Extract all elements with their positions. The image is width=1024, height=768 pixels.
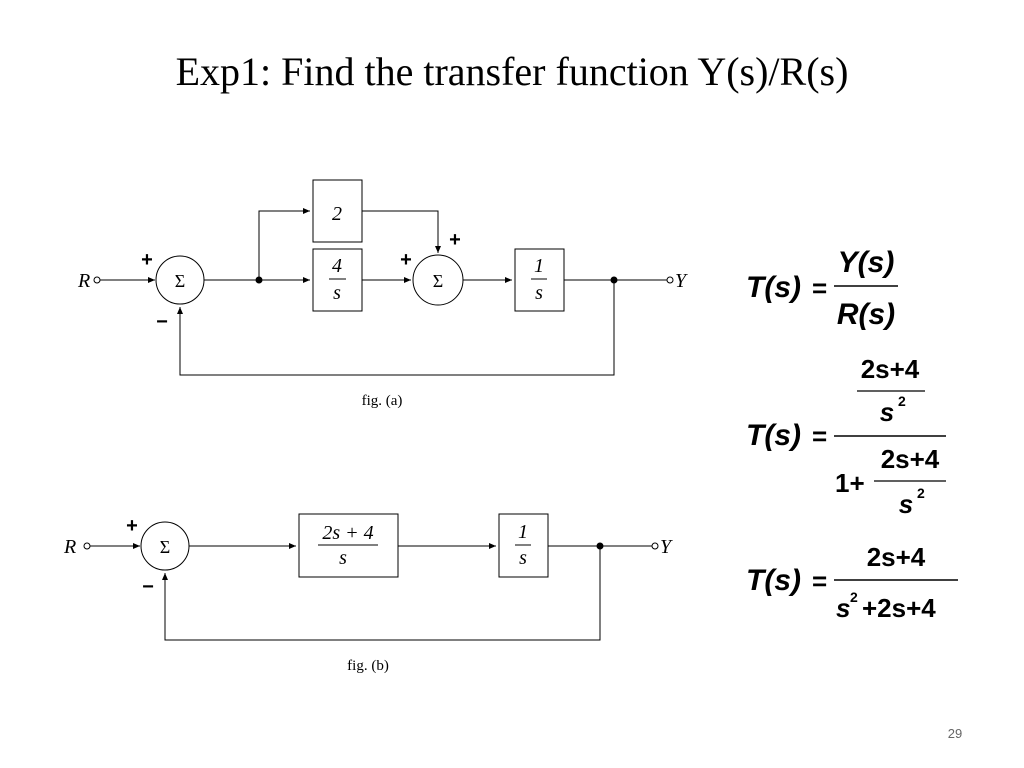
eq2-inner-num-den: s — [880, 397, 894, 427]
eq2-inner-den-exp: 2 — [917, 485, 925, 501]
fig-a-diagram: R Σ + − 2 4 s + + Σ 1 s — [77, 179, 688, 409]
fig-b-input-label: R — [63, 536, 76, 558]
fig-b-block1-den: s — [339, 547, 347, 569]
eq3-den-exp: 2 — [850, 589, 858, 605]
fig-a-sum1-minus: − — [156, 311, 168, 333]
fig-a-output-terminal — [666, 276, 674, 284]
eq3-lhs: T(s) — [746, 564, 801, 597]
fig-a-block-out-num: 1 — [534, 255, 544, 277]
fig-a-block-mid-den: s — [333, 282, 341, 304]
fig-a-sum1-symbol: Σ — [175, 271, 185, 291]
eq1-equals: = — [812, 273, 827, 303]
fig-a-sum1-plus: + — [141, 249, 153, 271]
eq2-lhs: T(s) — [746, 419, 801, 452]
eq3-den-s: s — [836, 593, 850, 623]
slide-title: Exp1: Find the transfer function Y(s)/R(… — [175, 49, 849, 94]
fig-a-input-terminal — [93, 276, 101, 284]
fig-a-input-label: R — [77, 270, 90, 292]
fig-a-branch-up — [258, 208, 310, 280]
eq2-inner-den-num: 2s+4 — [881, 444, 940, 474]
fig-a-sum2-plus-left: + — [400, 249, 412, 271]
fig-b-output-label: Y — [660, 536, 673, 558]
fig-b-diagram: R Σ + − 2s + 4 s 1 s Y fig. (b) — [63, 513, 673, 674]
fig-b-output-terminal — [651, 542, 659, 550]
eq2-inner-num-exp: 2 — [898, 393, 906, 409]
eq1-lhs: T(s) — [746, 271, 801, 304]
eq1-denominator: R(s) — [837, 298, 895, 331]
fig-b-block1-num: 2s + 4 — [322, 522, 373, 544]
fig-a-output-label: Y — [675, 270, 688, 292]
fig-b-block2-num: 1 — [518, 521, 528, 543]
eq1-numerator: Y(s) — [838, 246, 895, 279]
fig-a-top-to-sum2 — [362, 210, 441, 253]
fig-a-block-out-den: s — [535, 282, 543, 304]
eq3-equals: = — [812, 566, 827, 596]
eq3-den-rest: +2s+4 — [862, 593, 936, 623]
fig-a-block-top-label: 2 — [332, 203, 342, 225]
fig-b-block2-den: s — [519, 547, 527, 569]
eq3-numerator: 2s+4 — [867, 542, 926, 572]
eq2-equals: = — [812, 421, 827, 451]
page-number: 29 — [947, 726, 963, 741]
fig-a-sum2-symbol: Σ — [433, 271, 443, 291]
fig-b-sum-plus: + — [126, 515, 138, 537]
fig-b-sum-minus: − — [142, 576, 154, 598]
equations: T(s) = Y(s) R(s) T(s) = 2s+4 s 2 1+ 2s+4… — [746, 246, 958, 623]
eq2-inner-num-num: 2s+4 — [861, 354, 920, 384]
fig-b-sum-symbol: Σ — [160, 537, 170, 557]
eq2-inner-den-den: s — [899, 489, 913, 519]
eq2-one-plus: 1+ — [835, 468, 865, 498]
fig-a-sum2-plus-top: + — [449, 229, 461, 251]
fig-b-feedback-path — [162, 546, 601, 641]
fig-a-block-mid-num: 4 — [332, 255, 342, 277]
fig-b-caption: fig. (b) — [347, 658, 389, 674]
fig-a-caption: fig. (a) — [362, 393, 403, 409]
fig-b-input-terminal — [83, 542, 91, 550]
fig-a-feedback-path — [177, 280, 615, 376]
